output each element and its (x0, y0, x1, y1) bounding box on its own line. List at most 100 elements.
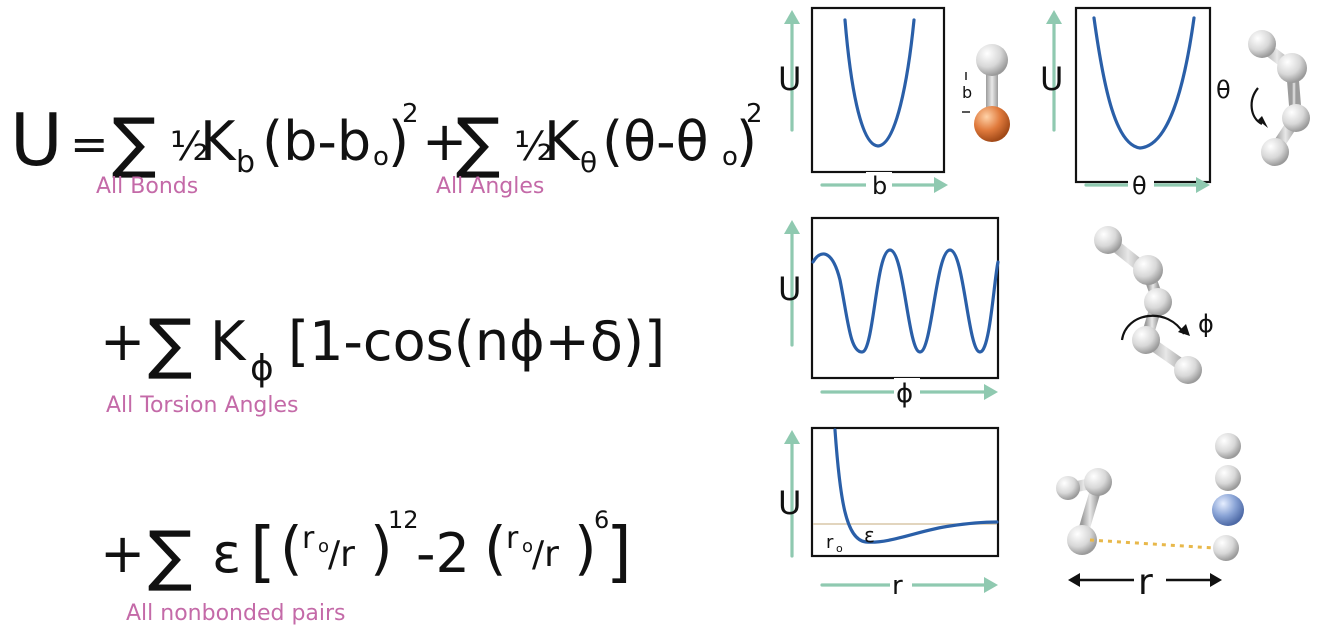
half-fraction-angles: ½ (514, 124, 553, 170)
lj-distance-arrowhead-right (1210, 573, 1222, 587)
angle-molecule-theta-label: θ (1216, 76, 1231, 104)
bond-x-arrowhead (934, 177, 948, 193)
angle-term-zero-subscript: o (722, 142, 738, 172)
sum-symbol-bonds: ∑ (112, 104, 156, 181)
lj-power-6: 6 (594, 506, 609, 534)
lj-potential-curve (833, 428, 999, 544)
equation-line-1: U = ∑ ½ K b (b-b o ) 2 All Bonds + ∑ ½ K… (10, 98, 763, 199)
torsion-term-body: [1-cos(nϕ+δ)] (288, 310, 665, 373)
bond-y-label: U (778, 60, 801, 98)
label-all-bonds: All Bonds (96, 174, 198, 199)
lj-x-label-bg (890, 570, 912, 598)
lj-epsilon-label: ε (864, 523, 875, 547)
lj-paren-open-2: ( (484, 514, 507, 582)
torsion-molecule-atom-4 (1132, 326, 1160, 354)
lj-slash-r-1: /r (328, 534, 355, 575)
lj-slash-r-2: /r (532, 534, 559, 575)
angle-y-arrowhead (1046, 10, 1062, 24)
angle-x-label-bg (1128, 172, 1154, 198)
bond-x-label: b (872, 172, 887, 200)
lj-molecule-a-atom-3 (1067, 525, 1097, 555)
torsion-molecule-rotation-arrow (1120, 314, 1185, 341)
plus-sign-3: + (100, 522, 145, 585)
lj-y-arrowhead (784, 430, 800, 444)
bond-molecule-oxygen-atom (974, 106, 1010, 142)
lj-potential-plot: U r o ε r (778, 426, 1000, 601)
lj-minus-two: -2 (416, 522, 470, 585)
equation-line-2: + ∑ K ϕ [1-cos(nϕ+δ)] All Torsion Angles (100, 305, 665, 418)
torsion-molecule-atom-1 (1094, 226, 1122, 254)
torsion-x-label: ϕ (896, 379, 913, 409)
label-all-torsion-angles: All Torsion Angles (106, 393, 299, 418)
torsion-potential-plot: U ϕ (778, 216, 1000, 409)
equals-sign: = (70, 117, 109, 171)
equation-line-3: + ∑ ε [ ( r o /r ) 12 -2 ( r o /r ) 6 ] … (100, 506, 632, 626)
angle-potential-plot: U θ (1040, 6, 1212, 200)
bond-term-power: 2 (402, 99, 419, 129)
angle-term-body: (θ-θ (602, 110, 709, 173)
torsion-constant: K (210, 310, 247, 373)
sum-symbol-nonbonded: ∑ (148, 517, 192, 594)
lj-paren-close-2: ) (574, 514, 597, 582)
lj-r0-sub-label: o (836, 542, 843, 555)
torsion-constant-subscript: ϕ (250, 348, 274, 389)
torsion-y-arrowhead (784, 220, 800, 234)
torsion-molecule-atom-5 (1174, 356, 1202, 384)
angle-molecule-atom-2 (1277, 53, 1307, 83)
angle-y-label: U (1040, 60, 1063, 98)
torsion-potential-curve (811, 248, 1000, 354)
angle-constant: K (544, 110, 581, 173)
lj-open-bracket: [ (250, 513, 276, 590)
lj-x-arrowhead (984, 577, 998, 593)
torsion-molecule-rotation-head (1178, 324, 1190, 336)
lj-molecule-a-atom-2 (1084, 468, 1112, 496)
lj-molecule-pair: r (1056, 433, 1244, 603)
bond-constant: K (200, 110, 237, 173)
lj-r0-numerator-2: r (506, 521, 519, 556)
angle-term-power: 2 (746, 99, 763, 129)
half-fraction-bonds: ½ (170, 124, 209, 170)
bond-potential-plot: U b (778, 6, 948, 200)
lj-molecule-a-atom-1 (1056, 476, 1080, 500)
lj-molecule-b-atom-2 (1215, 465, 1241, 491)
angle-term-close: ) (736, 110, 757, 173)
angle-molecule: θ (1216, 30, 1310, 166)
angle-molecule-arc-head (1258, 116, 1268, 128)
angle-molecule-atom-4 (1261, 138, 1289, 166)
torsion-molecule-atom-2 (1133, 255, 1163, 285)
lj-y-label: U (778, 484, 801, 522)
energy-symbol: U (10, 98, 63, 182)
plus-sign-1: + (422, 110, 467, 173)
lj-paren-open-1: ( (280, 514, 303, 582)
lj-r0-label: r (826, 532, 834, 553)
lj-power-12: 12 (388, 506, 419, 534)
lj-plot-frame (810, 426, 1000, 558)
bond-potential-curve (843, 18, 916, 148)
lj-interaction-dashed-line (1089, 538, 1215, 550)
angle-molecule-atom-3 (1282, 104, 1310, 132)
bond-term-body: (b-b (262, 110, 371, 173)
bond-term-zero-subscript: o (373, 142, 389, 172)
torsion-molecule-atom-3 (1144, 288, 1172, 316)
angle-constant-subscript: θ (580, 146, 597, 179)
lj-distance-arrowhead-left (1068, 573, 1080, 587)
lj-r0-numerator-1: r (302, 521, 315, 556)
lj-paren-close-1: ) (370, 514, 393, 582)
angle-molecule-atom-1 (1248, 30, 1276, 58)
sum-symbol-angles: ∑ (456, 104, 500, 181)
label-all-nonbonded-pairs: All nonbonded pairs (126, 601, 346, 626)
sum-symbol-torsion: ∑ (148, 305, 192, 382)
bond-x-label-bg (866, 172, 892, 198)
label-all-angles: All Angles (436, 174, 544, 199)
bond-molecule-hydrogen-atom (976, 44, 1008, 76)
bond-molecule: b (962, 44, 1010, 142)
torsion-molecule: ϕ (1094, 226, 1214, 384)
bond-term-close: ) (388, 110, 409, 173)
bond-y-arrowhead (784, 10, 800, 24)
bond-molecule-b-label: b (962, 83, 972, 102)
lj-molecule-b-nitrogen-atom (1212, 494, 1244, 526)
lj-close-bracket: ] (606, 513, 632, 590)
bond-constant-subscript: b (236, 145, 255, 180)
lj-distance-label: r (1138, 562, 1153, 603)
